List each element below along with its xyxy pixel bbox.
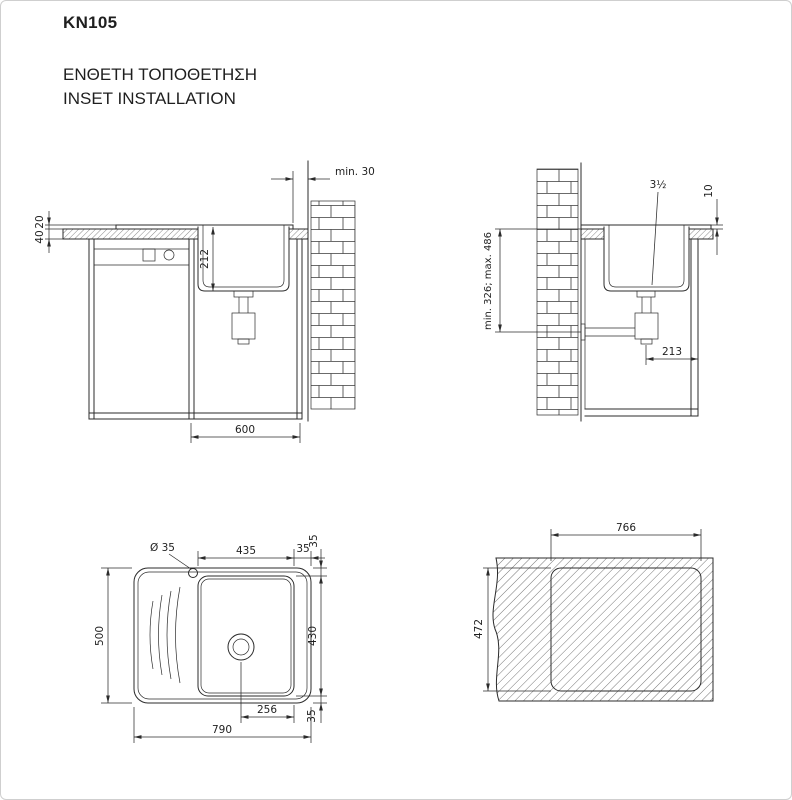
cutout-opening [550,567,702,692]
dim-drain-offset-label: 213 [662,346,682,358]
sink-outline [133,567,312,704]
dim-rim-height-label: 20 [34,215,46,228]
dim-drain-size: 3½ [650,179,667,286]
dim-drain-height-range: min. 326; max. 486 [483,228,581,333]
bowl-outer-wall [603,226,690,292]
dim-rim-height: 10 [703,184,723,255]
dim-drain-height-range-label: min. 326; max. 486 [483,232,494,330]
dim-drain-offset: 213 [645,345,698,365]
dim-cutout-height: 472 [473,567,551,692]
dim-sink-width: 500 [94,567,132,704]
dim-cabinet-width: 600 [190,423,301,443]
dim-edge-gap-right-label: 35 [296,543,309,555]
model-code: KN105 [63,13,118,32]
dim-tap-hole: Ø 35 [150,542,192,570]
drain-hole [227,633,255,661]
countertop-section [62,228,309,240]
heading-greek: ΕΝΘΕΤΗ ΤΟΠΟΘΕΤΗΣΗ [63,65,258,84]
drain-hole-inner [232,638,250,656]
cutout-view: 766 472 [473,522,714,702]
overflow-fitting [163,249,175,261]
dim-counter-thickness-label: 40 [34,230,46,243]
front-section-view: min. 30 20 40 212 [34,160,375,443]
dim-right-stack: 35 430 35 [296,534,327,723]
drainboard-grooves [149,586,181,684]
bowl-outline [197,575,295,697]
worktop-slab [492,557,714,702]
dim-wall-clearance: min. 30 [271,166,375,223]
dim-drain-offset-label: 256 [257,704,277,716]
tap-fixing [142,248,156,262]
dim-edge-gap-bottom-label: 35 [306,709,318,722]
dim-bowl-depth-label: 212 [199,249,211,269]
drain-trap [580,290,659,345]
bowl-outer-wall [197,226,290,292]
dim-tap-hole-label: Ø 35 [150,542,175,554]
dim-bowl-width: 435 35 [197,543,325,566]
dim-drain-offset: 256 [240,662,295,723]
dim-cabinet-width-label: 600 [235,424,255,436]
dim-wall-clearance-label: min. 30 [335,166,375,178]
dim-edge-gap-top-label: 35 [308,534,320,547]
cabinet-section [88,238,303,420]
dim-cutout-height-label: 472 [473,619,485,639]
heading-english: INSET INSTALLATION [63,89,236,108]
brick-wall [310,200,356,410]
dim-rim-height-label: 10 [703,184,715,197]
brick-wall [536,168,579,416]
top-view: Ø 35 435 35 [94,534,327,743]
side-section-view: 3½ 10 min. 326; max. 486 213 [483,162,723,422]
dim-bowl-length-label: 430 [307,626,319,646]
dim-rim-and-counter: 20 40 [34,211,116,253]
bowl-inner-wall [608,225,685,288]
tap-hole [188,568,198,578]
dim-cutout-width: 766 [550,522,702,561]
countertop-section [580,228,714,240]
dim-sink-length-label: 790 [212,724,232,736]
dim-sink-length: 790 [133,707,312,743]
bowl-inner-wall [202,225,285,288]
dim-cutout-width-label: 766 [616,522,636,534]
dim-drain-size-label: 3½ [650,179,667,191]
wall-outlet-flange [580,323,586,341]
cabinet-section [584,238,699,417]
drain-trap [231,290,256,345]
dim-bowl-depth: 212 [199,227,215,291]
dim-bowl-width-label: 435 [236,545,256,557]
dim-sink-width-label: 500 [94,626,106,646]
